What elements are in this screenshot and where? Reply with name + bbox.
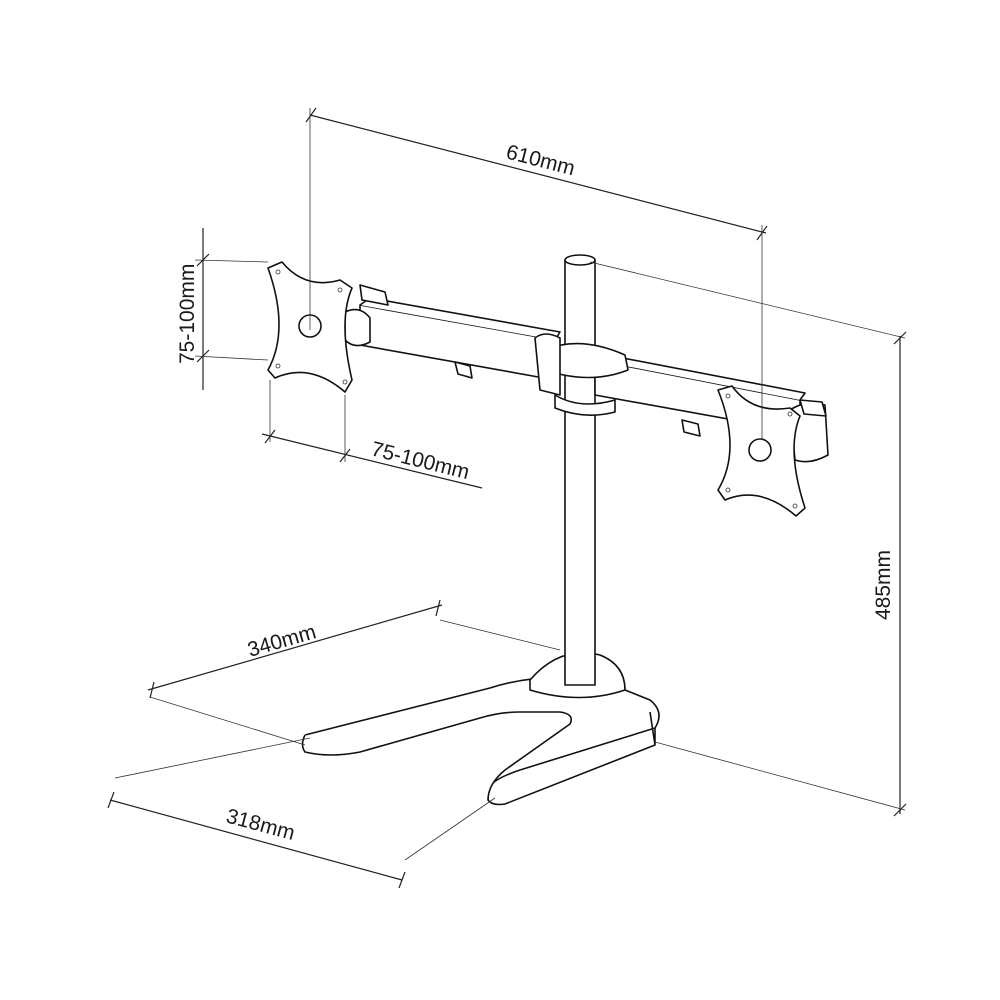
dimension-height: 485mm <box>589 261 907 817</box>
vesa-horizontal-label: 75-100mm <box>369 438 472 485</box>
base-width-label: 318mm <box>224 805 298 845</box>
stand-pole <box>564 254 596 686</box>
stand-base <box>301 652 660 806</box>
height-label: 485mm <box>872 550 895 620</box>
right-vesa-plate <box>717 385 806 517</box>
base-depth-label: 340mm <box>245 620 319 661</box>
dimension-vesa-horizontal: 75-100mm <box>261 380 483 489</box>
dimension-vesa-vertical: 75-100mm <box>176 228 269 390</box>
vesa-vertical-label: 75-100mm <box>176 264 199 364</box>
